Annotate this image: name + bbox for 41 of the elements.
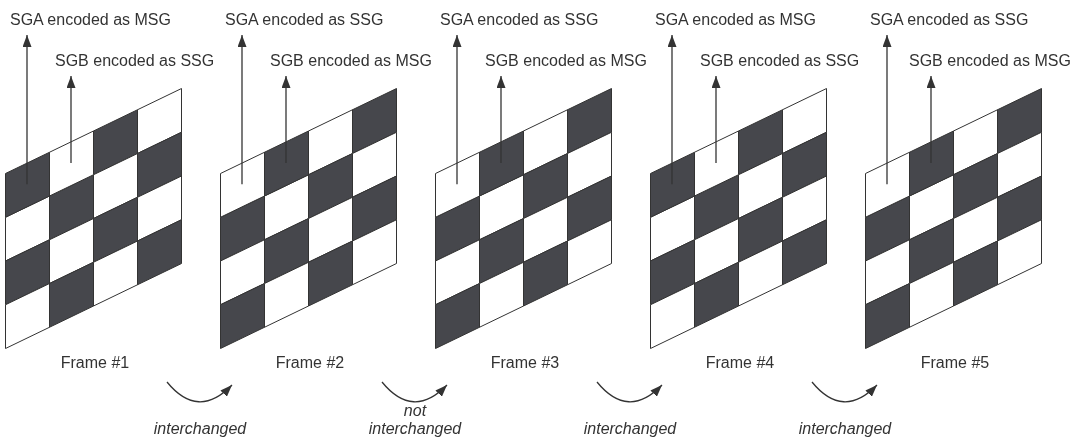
arrow — [711, 75, 721, 164]
annotation-text: SGA encoded as SSG — [225, 11, 384, 29]
grid-cell — [264, 130, 309, 197]
edge-label: interchanged — [583, 420, 677, 438]
arrow — [66, 75, 76, 164]
edge-label: interchanged — [798, 420, 892, 438]
annotation-text: SGB encoded as MSG — [485, 52, 647, 70]
arrow — [22, 34, 32, 185]
annotation-text: SGA encoded as MSG — [10, 11, 171, 29]
grid-cell — [909, 130, 954, 197]
annotation-text: SGB encoded as MSG — [270, 52, 432, 70]
frame-caption: Frame #1 — [60, 354, 130, 372]
curved-arrow — [596, 381, 663, 403]
arrow — [926, 75, 936, 164]
frame-caption: Frame #3 — [490, 354, 560, 372]
annotation-text: SGB encoded as SSG — [55, 52, 215, 70]
edge-label: interchanged — [153, 420, 247, 438]
edge-label: not interchanged — [368, 402, 462, 438]
curved-arrow — [811, 381, 878, 403]
curved-arrow — [381, 381, 448, 403]
annotation-text: SGA encoded as SSG — [870, 11, 1029, 29]
frame-caption: Frame #5 — [920, 354, 990, 372]
grid-cell — [5, 151, 50, 218]
frame-caption: Frame #4 — [705, 354, 775, 372]
grid-cell — [650, 151, 695, 218]
grid-cell — [479, 130, 524, 197]
arrow — [496, 75, 506, 164]
arrow — [452, 34, 462, 185]
annotation-text: SGA encoded as MSG — [655, 11, 816, 29]
arrow — [667, 34, 677, 185]
arrow — [882, 34, 892, 185]
arrow — [281, 75, 291, 164]
grid-cell — [865, 151, 910, 218]
frame-caption: Frame #2 — [275, 354, 345, 372]
grid-cell — [220, 151, 265, 218]
annotation-text: SGA encoded as SSG — [440, 11, 599, 29]
arrow — [237, 34, 247, 185]
annotation-text: SGB encoded as MSG — [909, 52, 1071, 70]
curved-arrow — [166, 381, 233, 403]
annotation-text: SGB encoded as SSG — [700, 52, 860, 70]
grid-cell — [435, 151, 480, 218]
